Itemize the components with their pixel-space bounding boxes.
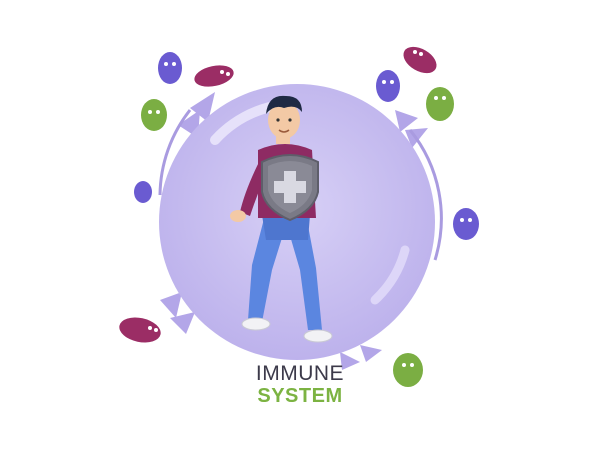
rim-arc — [158, 109, 192, 196]
germ-icon — [403, 46, 437, 74]
germ-icon — [194, 65, 234, 87]
germ-icon — [158, 52, 182, 84]
caption-system: SYSTEM — [257, 385, 343, 407]
germ-icon — [119, 317, 161, 343]
rim-arc — [408, 129, 443, 261]
caption-immune: IMMUNE — [255, 362, 345, 385]
germ-icon — [376, 70, 400, 102]
bubble-highlight — [370, 245, 410, 305]
germ-icon — [141, 99, 167, 131]
germ-icon — [453, 208, 479, 240]
germ-icon — [393, 353, 423, 387]
shield-cross-icon — [261, 154, 319, 222]
germ-icon — [426, 87, 454, 121]
germ-icon — [134, 181, 152, 203]
